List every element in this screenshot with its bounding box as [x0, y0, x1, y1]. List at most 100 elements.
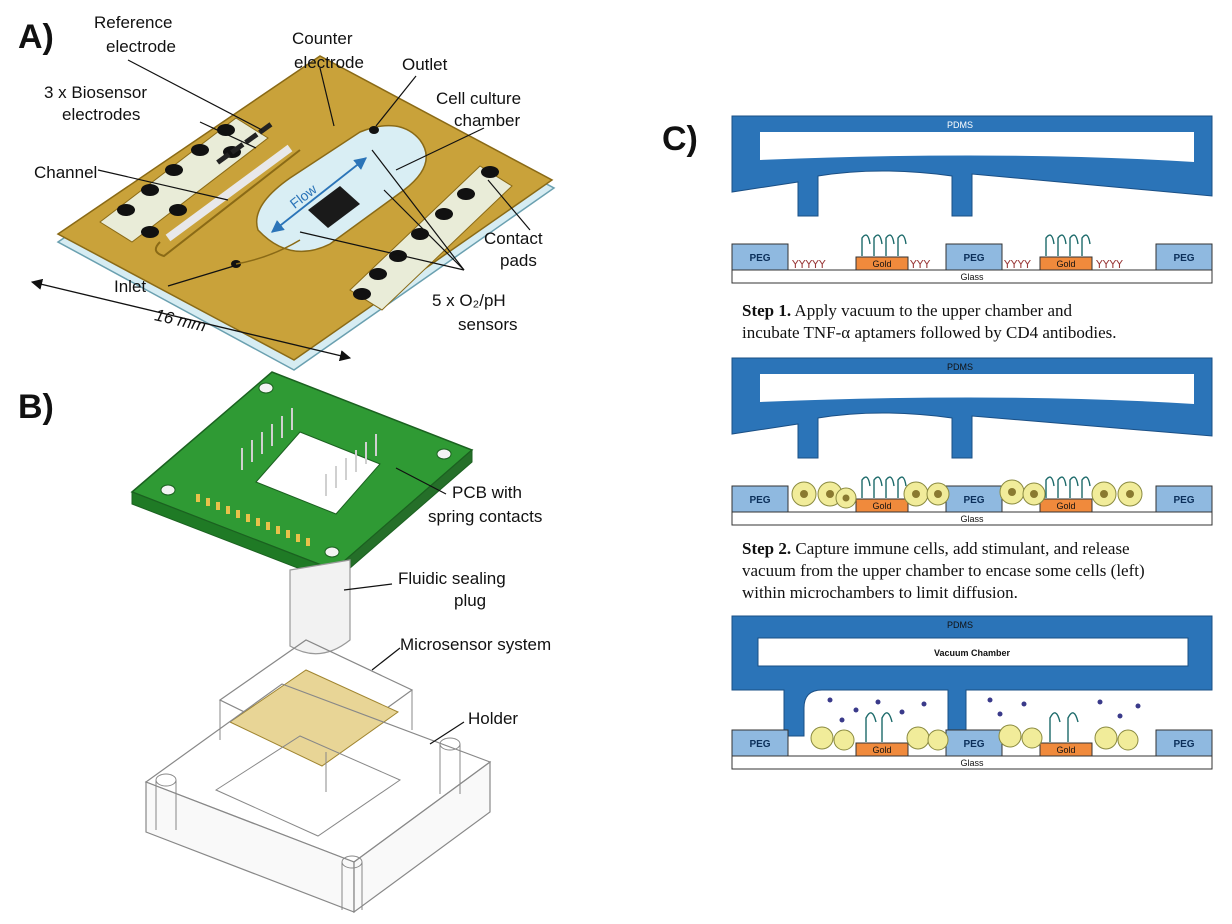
- step1-caption-line1: Step 1. Apply vacuum to the upper chambe…: [742, 301, 1073, 320]
- outlet-port: [369, 126, 379, 134]
- step1-glass-label: Glass: [960, 272, 984, 282]
- pcb-window: [255, 431, 381, 515]
- svg-text:YYYY: YYYY: [1095, 258, 1123, 271]
- panel-a-label: A): [18, 18, 54, 56]
- step1-pdms: [731, 115, 1213, 217]
- step1-caption-line2: incubate TNF-α aptamers followed by CD4 …: [742, 323, 1117, 342]
- left-contact-pads: [117, 124, 241, 238]
- label-channel: Channel: [34, 163, 97, 182]
- step3-gold-left-label: Gold: [872, 745, 891, 755]
- holder-side-right: [353, 760, 491, 914]
- holder-well: [214, 735, 402, 837]
- step3-peg-right: [1155, 729, 1213, 757]
- channel-outline: [154, 149, 301, 258]
- step3-pdms: [731, 615, 1213, 737]
- step1-aptamers: [861, 234, 1091, 256]
- step2-bold: Step 2.: [742, 539, 791, 558]
- microsensor-chip: [229, 669, 399, 767]
- step3-cytokines: [827, 697, 1141, 723]
- step2-pdms-label: PDMS: [947, 362, 973, 372]
- label-counter-electrode-1: Counter: [292, 29, 353, 48]
- step2-caption-line3: within microchambers to limit diffusion.: [742, 583, 1018, 602]
- label-sensors-2: sensors: [458, 315, 518, 334]
- step2-peg-right-label: PEG: [1173, 495, 1194, 506]
- step1-peg-right-label: PEG: [1173, 253, 1194, 264]
- step2-diagram: PDMS Glass PEG PEG PEG Gold Gold: [731, 357, 1213, 526]
- label-reference-electrode-2: electrode: [106, 37, 176, 56]
- step3-peg-left-label: PEG: [749, 739, 770, 750]
- svg-text:YYYYY: YYYYY: [791, 258, 826, 271]
- panel-b: B): [18, 371, 551, 914]
- step3-pdms-label: PDMS: [947, 620, 973, 630]
- step1-pdms-label: PDMS: [947, 120, 973, 130]
- step2-caption-line1: Step 2. Capture immune cells, add stimul…: [742, 539, 1130, 558]
- step2-aptamers: [861, 476, 1091, 498]
- label-counter-electrode-2: electrode: [294, 53, 364, 72]
- label-pcb-2: spring contacts: [428, 507, 542, 526]
- label-cell-culture-2: chamber: [454, 111, 520, 130]
- spring-contacts: [241, 408, 377, 496]
- label-reference-electrode-1: Reference: [94, 13, 172, 32]
- step1-gold-right-label: Gold: [1056, 259, 1075, 269]
- label-inlet: Inlet: [114, 277, 146, 296]
- step2-gold-right: [1039, 498, 1093, 513]
- step1-pdms-cavity: [760, 132, 1194, 162]
- panel-a: A): [18, 13, 556, 371]
- step2-gold-left-label: Gold: [872, 501, 891, 511]
- step2-gold-right-label: Gold: [1056, 501, 1075, 511]
- step2-line1: Capture immune cells, add stimulant, and…: [791, 539, 1129, 558]
- pcb-mount-holes: [160, 382, 452, 558]
- panel-a-leaders: [97, 59, 531, 287]
- step2-caption-line2: vacuum from the upper chamber to encase …: [742, 561, 1145, 580]
- step2-glass-label: Glass: [960, 514, 984, 524]
- step3-aptamers: [865, 712, 1079, 742]
- pcb-edge-pads: [196, 494, 310, 546]
- label-contact-pads-1: Contact: [484, 229, 543, 248]
- step2-cell-nuclei: [800, 488, 1134, 502]
- holder-posts: [155, 737, 461, 910]
- label-microsensor: Microsensor system: [400, 635, 551, 654]
- step3-peg-mid-label: PEG: [963, 739, 984, 750]
- step3-diagram: PDMS Vacuum Chamber Glass PEG PEG PEG Go…: [731, 615, 1213, 770]
- step3-vacuum-chamber: [757, 637, 1189, 667]
- label-holder: Holder: [468, 709, 518, 728]
- inlet-channel: [235, 239, 301, 265]
- step3-immune-cells: [810, 724, 1139, 751]
- step1-peg-mid: [945, 243, 1003, 271]
- step1-peg-left-label: PEG: [749, 253, 770, 264]
- step1-line1: Apply vacuum to the upper chamber and: [791, 301, 1072, 320]
- label-pcb-1: PCB with: [452, 483, 522, 502]
- panel-c: C) PDMS Glass PEG PEG PEG Gold Gold YYYY…: [662, 115, 1213, 770]
- step1-gold-left: [855, 256, 909, 271]
- right-contact-pads: [353, 166, 499, 300]
- label-plug-1: Fluidic sealing: [398, 569, 506, 588]
- right-contact-strip: [349, 165, 513, 311]
- step2-gold-left: [855, 498, 909, 513]
- step1-gold-left-label: Gold: [872, 259, 891, 269]
- step3-gold-left: [855, 742, 909, 757]
- step1-bold: Step 1.: [742, 301, 791, 320]
- step3-gold-right-label: Gold: [1056, 745, 1075, 755]
- label-sensors-1: 5 x O₂/pH: [432, 291, 506, 310]
- scale-arrow: [30, 278, 352, 362]
- svg-text:YYY: YYY: [909, 258, 930, 271]
- step2-peg-left-label: PEG: [749, 495, 770, 506]
- label-contact-pads-2: pads: [500, 251, 537, 270]
- panel-b-leaders: [343, 467, 465, 745]
- step2-peg-mid-label: PEG: [963, 495, 984, 506]
- svg-text:YYYY: YYYY: [1003, 258, 1031, 271]
- step1-gold-right: [1039, 256, 1093, 271]
- step3-peg-left: [731, 729, 789, 757]
- step1-peg-left: [731, 243, 789, 271]
- step2-peg-right: [1155, 485, 1213, 513]
- label-biosensor-1: 3 x Biosensor: [44, 83, 147, 102]
- step1-peg-mid-label: PEG: [963, 253, 984, 264]
- biosensor-electrodes: [216, 122, 273, 165]
- label-outlet: Outlet: [402, 55, 448, 74]
- panel-c-label: C): [662, 120, 698, 158]
- holder-side-left: [145, 781, 355, 913]
- step3-glass-label: Glass: [960, 758, 984, 768]
- label-plug-2: plug: [454, 591, 486, 610]
